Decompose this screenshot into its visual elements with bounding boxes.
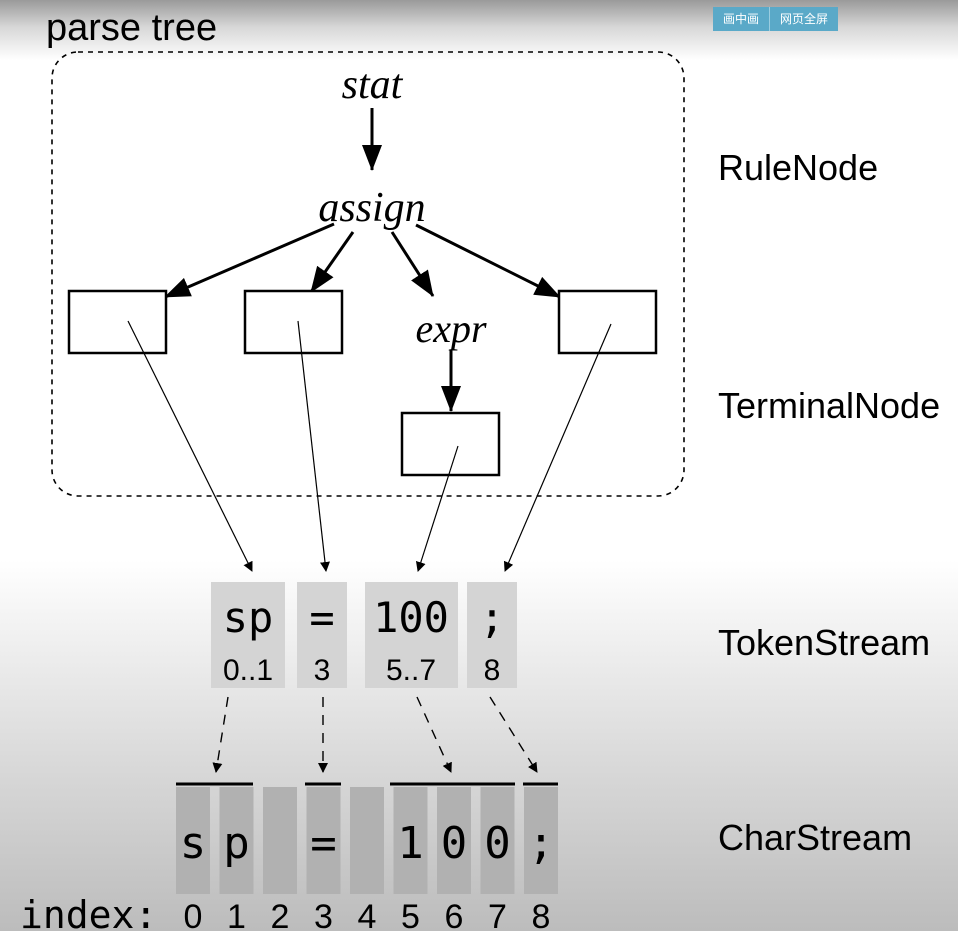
index-label: index: [20,893,157,931]
token-text-sp: sp [223,593,274,642]
link-terminal-token-100 [415,445,459,572]
edge-assign-expr [390,231,435,297]
char-index: 2 [271,898,290,931]
char-glyph: ; [528,818,555,869]
rule-node-assign: assign [318,185,425,231]
char-index: 6 [445,898,464,931]
token-range-semi: 8 [484,654,501,687]
fullscreen-button[interactable]: 网页全屏 [769,7,839,31]
terminal-node-semi [557,289,658,355]
char-cell [480,787,515,894]
link-terminal-token-semi [503,323,612,572]
token-range-eq: 3 [314,654,331,687]
token-range-sp: 0..1 [223,654,273,687]
terminal-node-sp [67,289,168,355]
link-token-char-100 [416,696,452,773]
char-index: 0 [184,898,203,931]
char-index: 5 [401,898,420,931]
token-text-100: 100 [373,593,449,642]
label-charstream: CharStream [718,817,912,858]
char-cell [263,787,297,894]
diagram-title: parse tree [46,7,217,49]
token-box-100 [365,582,458,688]
char-index: 4 [358,898,377,931]
char-cell [524,787,558,894]
char-glyph: 0 [441,818,468,869]
video-toolbar: 画中画 网页全屏 [713,7,839,31]
char-cell [393,787,428,894]
token-text-eq: = [309,593,334,642]
char-cell [306,787,341,894]
label-tokenstream: TokenStream [718,622,930,663]
label-terminalnode: TerminalNode [718,385,940,426]
link-terminal-token-eq [297,320,330,572]
link-token-char-sp [212,696,229,773]
char-cell [437,787,471,894]
token-box-sp [211,582,285,688]
token-range-100: 5..7 [386,654,436,687]
char-glyph: = [310,818,337,869]
label-rulenode: RuleNode [718,147,878,188]
char-cell [176,787,210,894]
char-index: 1 [227,898,246,931]
char-cell [350,787,384,894]
char-glyph: p [223,818,250,869]
token-box-eq [297,582,347,688]
parse-tree-region [51,51,685,497]
char-index: 7 [488,898,507,931]
edge-assign-terminal-4 [415,223,561,299]
token-box-semi [467,582,517,688]
terminal-node-100 [400,411,501,477]
rule-node-stat: stat [342,62,404,108]
char-glyph: 0 [484,818,511,869]
terminal-node-eq [243,289,344,355]
rule-node-expr: expr [415,306,487,351]
link-terminal-token-sp [127,320,253,572]
edge-assign-terminal-2 [309,231,355,293]
char-glyph: 1 [397,818,424,869]
char-cell [219,787,254,894]
edge-assign-terminal-1 [164,222,335,299]
pip-button[interactable]: 画中画 [713,7,770,31]
char-index: 8 [532,898,551,931]
link-token-char-semi [489,696,538,773]
char-glyph: s [180,818,207,869]
token-text-semi: ; [479,593,504,642]
char-index: 3 [314,898,333,931]
